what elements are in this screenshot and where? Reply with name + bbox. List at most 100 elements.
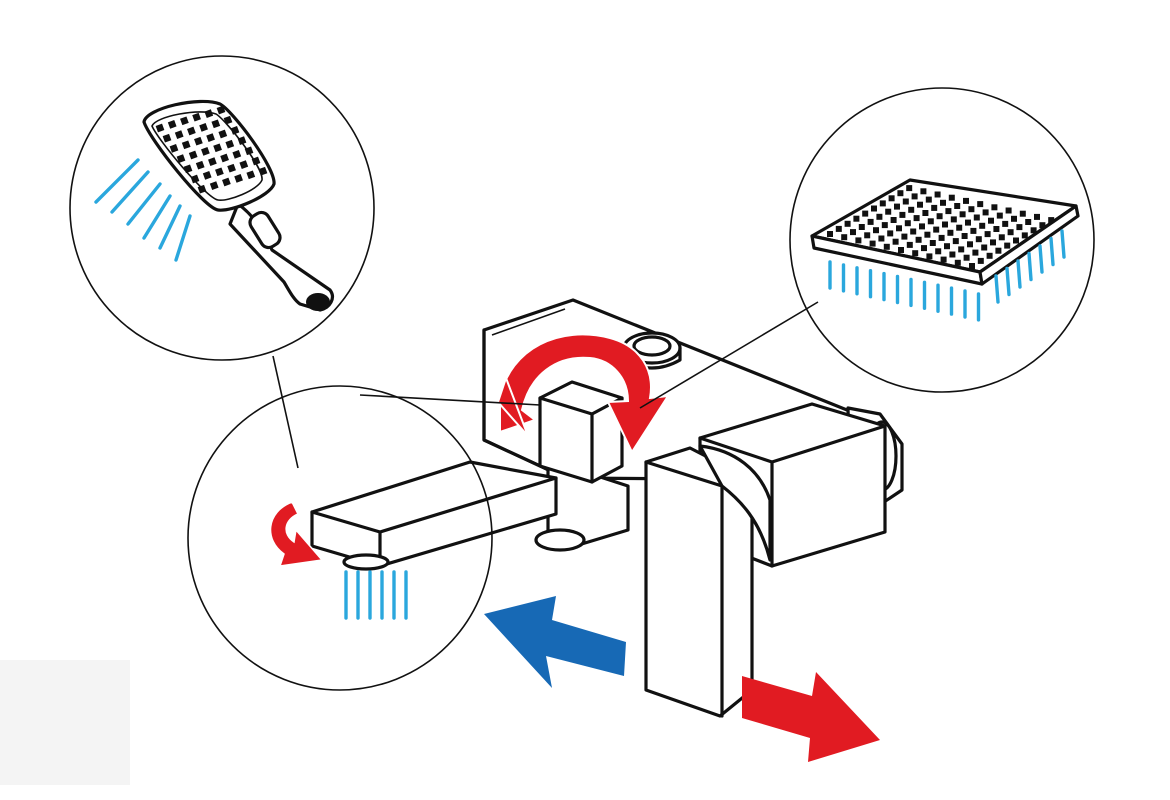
- nozzle: [239, 160, 249, 169]
- nozzle: [1034, 213, 1040, 220]
- nozzle: [965, 219, 971, 226]
- nozzle: [984, 231, 991, 238]
- nozzle: [1030, 227, 1037, 234]
- nozzle: [155, 123, 165, 133]
- nozzle: [954, 259, 961, 266]
- spray-line: [994, 274, 1000, 304]
- nozzle: [258, 166, 268, 176]
- rain-shower-icon: [810, 178, 1080, 286]
- nozzle: [850, 229, 856, 236]
- nozzle: [899, 211, 906, 218]
- nozzle: [1021, 232, 1028, 239]
- bath-spout-outlet: [187, 385, 493, 691]
- spray-line: [1049, 236, 1055, 267]
- nozzle: [220, 153, 229, 163]
- nozzle: [949, 251, 956, 258]
- nozzle: [858, 224, 865, 230]
- nozzle: [919, 223, 925, 230]
- nozzle: [961, 233, 968, 239]
- nozzle: [969, 263, 975, 269]
- nozzle: [853, 215, 860, 222]
- nozzle: [982, 209, 989, 216]
- nozzle: [991, 204, 998, 211]
- nozzle: [216, 105, 226, 115]
- nozzle: [901, 233, 908, 240]
- nozzle: [223, 115, 233, 125]
- nozzle: [192, 112, 201, 122]
- nozzle: [844, 220, 851, 227]
- nozzle: [188, 150, 198, 160]
- nozzle: [862, 210, 869, 217]
- spout-water-stream: [344, 570, 408, 620]
- overhead-shower-outlet: [789, 87, 1095, 393]
- nozzle: [917, 201, 923, 208]
- nozzle: [218, 129, 228, 139]
- nozzle: [888, 195, 895, 202]
- hand-shower-nozzles: [155, 105, 268, 194]
- nozzle: [1016, 224, 1023, 231]
- nozzle: [925, 196, 932, 203]
- nozzle: [878, 235, 885, 242]
- nozzle: [920, 188, 927, 195]
- spray-line: [1038, 244, 1044, 274]
- nozzle: [935, 248, 942, 255]
- spray-line: [1060, 229, 1066, 259]
- mixer-lever: [644, 444, 772, 718]
- nozzle: [835, 225, 842, 232]
- nozzle: [222, 177, 231, 187]
- nozzle: [209, 181, 219, 190]
- nozzle: [968, 206, 975, 213]
- nozzle: [202, 171, 212, 180]
- nozzle: [896, 225, 902, 232]
- spout-swivel-post: [534, 528, 586, 552]
- nozzle: [938, 234, 945, 241]
- nozzle: [251, 156, 261, 166]
- nozzle: [996, 212, 1003, 219]
- nozzle: [926, 253, 933, 260]
- nozzle: [1019, 210, 1026, 217]
- nozzle: [990, 239, 996, 246]
- nozzle: [234, 174, 243, 183]
- nozzle: [963, 254, 970, 261]
- spray-line: [1005, 266, 1011, 297]
- nozzle: [973, 214, 980, 221]
- nozzle: [913, 215, 920, 222]
- nozzle: [904, 220, 911, 227]
- nozzle: [942, 221, 948, 228]
- nozzle: [180, 116, 189, 126]
- nozzle: [952, 238, 959, 245]
- nozzle: [948, 194, 955, 201]
- nozzle: [871, 205, 877, 212]
- hand-shower-spray: [94, 158, 192, 262]
- nozzle: [881, 222, 888, 229]
- nozzle: [934, 191, 941, 198]
- swivel-arrow-icon: [269, 501, 324, 567]
- nozzle: [199, 123, 208, 132]
- nozzle: [910, 228, 917, 235]
- rotate-diverter-arrow-icon: [496, 333, 670, 455]
- nozzle: [204, 109, 214, 118]
- nozzle: [944, 243, 950, 250]
- rain-shower-spray: [828, 229, 1066, 322]
- nozzle: [897, 190, 904, 197]
- nozzle: [963, 197, 969, 204]
- nozzle: [879, 200, 886, 207]
- nozzle: [195, 160, 205, 170]
- nozzle: [864, 232, 871, 239]
- nozzle: [208, 157, 217, 166]
- nozzle: [915, 236, 922, 243]
- nozzle: [876, 213, 883, 220]
- nozzle: [972, 249, 979, 256]
- nozzle: [979, 222, 986, 229]
- nozzle: [924, 231, 931, 238]
- nozzle: [947, 229, 954, 236]
- nozzle: [986, 252, 993, 259]
- nozzle: [194, 136, 203, 146]
- nozzle: [213, 143, 222, 153]
- nozzle: [1013, 237, 1019, 244]
- nozzle: [230, 126, 240, 135]
- nozzle: [246, 170, 256, 180]
- nozzle: [206, 133, 215, 142]
- background-patch: [0, 660, 130, 785]
- nozzle: [1025, 219, 1032, 225]
